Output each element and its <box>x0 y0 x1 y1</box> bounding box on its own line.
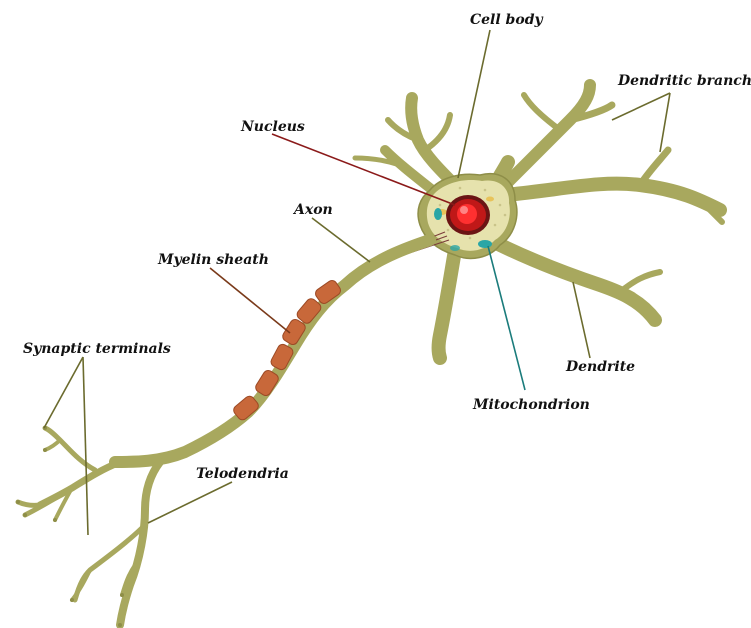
label-telodendria: Telodendria <box>196 466 289 482</box>
leader-cell-body <box>458 30 490 178</box>
leader-dendritic-branch-2 <box>660 93 670 152</box>
label-synaptic-terminals: Synaptic terminals <box>23 341 171 357</box>
label-nucleus: Nucleus <box>240 119 305 135</box>
label-mitochondrion: Mitochondrion <box>472 397 590 413</box>
synaptic-terminal-knobs <box>16 426 124 627</box>
leader-dendrite <box>573 282 590 358</box>
label-cell-body: Cell body <box>470 12 543 28</box>
leader-synaptic-1 <box>44 357 83 428</box>
label-axon: Axon <box>292 202 333 218</box>
leader-dendritic-branch-1 <box>612 93 670 120</box>
label-dendrite: Dendrite <box>565 359 635 375</box>
leader-mitochondrion <box>488 246 525 390</box>
leader-axon <box>312 218 370 262</box>
nucleus <box>446 195 490 235</box>
leader-myelin <box>210 268 290 333</box>
label-myelin-sheath: Myelin sheath <box>157 252 269 268</box>
leader-telodendria <box>148 482 232 523</box>
leader-synaptic-2 <box>83 357 88 535</box>
label-dendritic-branches: Dendritic branches <box>617 73 751 89</box>
dendritic-tree <box>355 85 722 358</box>
